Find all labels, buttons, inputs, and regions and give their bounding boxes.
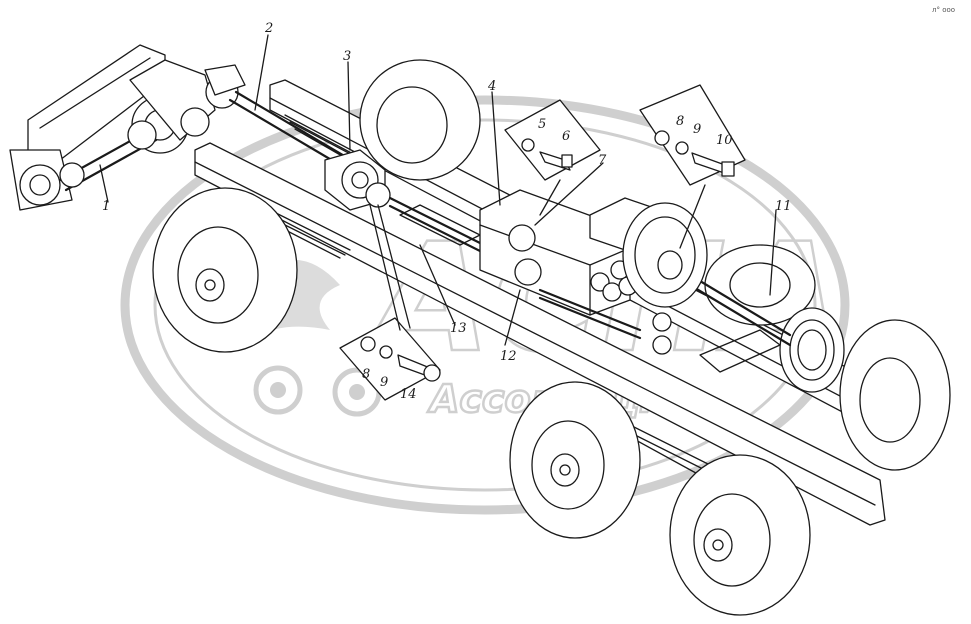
brake-drum (622, 202, 708, 355)
callout-2: 2 (264, 21, 273, 36)
corner-mark: л° ооо (932, 6, 955, 14)
callout-6: 6 (562, 129, 570, 144)
inset-fasteners-8-9-10 (639, 84, 746, 186)
watermark-gear-icon (253, 365, 382, 417)
leader-lines (99, 34, 777, 346)
callout-5: 5 (538, 117, 546, 132)
inset-fasteners-8-9-14 (339, 317, 441, 401)
callout-14: 14 (400, 387, 417, 402)
rear-right-wheel-2 (839, 319, 951, 471)
callout-12: 12 (500, 349, 517, 364)
callout-8-bottom: 8 (362, 367, 370, 382)
callout-11: 11 (775, 199, 792, 214)
front-propeller-shaft (58, 120, 158, 192)
callout-4: 4 (487, 79, 496, 94)
callout-10: 10 (716, 133, 733, 148)
front-axle-housing (9, 44, 216, 211)
rear-left-wheel-2 (669, 454, 811, 616)
front-left-wheel (152, 187, 298, 353)
callout-8-top: 8 (676, 114, 684, 129)
intermediate-shaft (204, 64, 348, 167)
coupling-3 (324, 149, 492, 258)
callout-13: 13 (450, 321, 467, 336)
callout-9-bottom: 9 (380, 375, 388, 390)
rear-axle-hub (688, 273, 845, 393)
callout-3: 3 (343, 49, 351, 64)
front-right-wheel (359, 59, 481, 181)
inset-fasteners-5-6 (504, 99, 601, 181)
watermark-outer-ellipse (120, 95, 850, 515)
callout-1: 1 (102, 199, 110, 214)
watermark-inner-ellipse (153, 118, 817, 492)
callout-labels: 1 2 3 4 5 6 7 8 9 10 11 12 13 8 9 14 (102, 21, 792, 402)
callout-9-top: 9 (693, 122, 701, 137)
callout-7: 7 (598, 153, 607, 168)
rear-left-wheel-1 (509, 381, 641, 539)
